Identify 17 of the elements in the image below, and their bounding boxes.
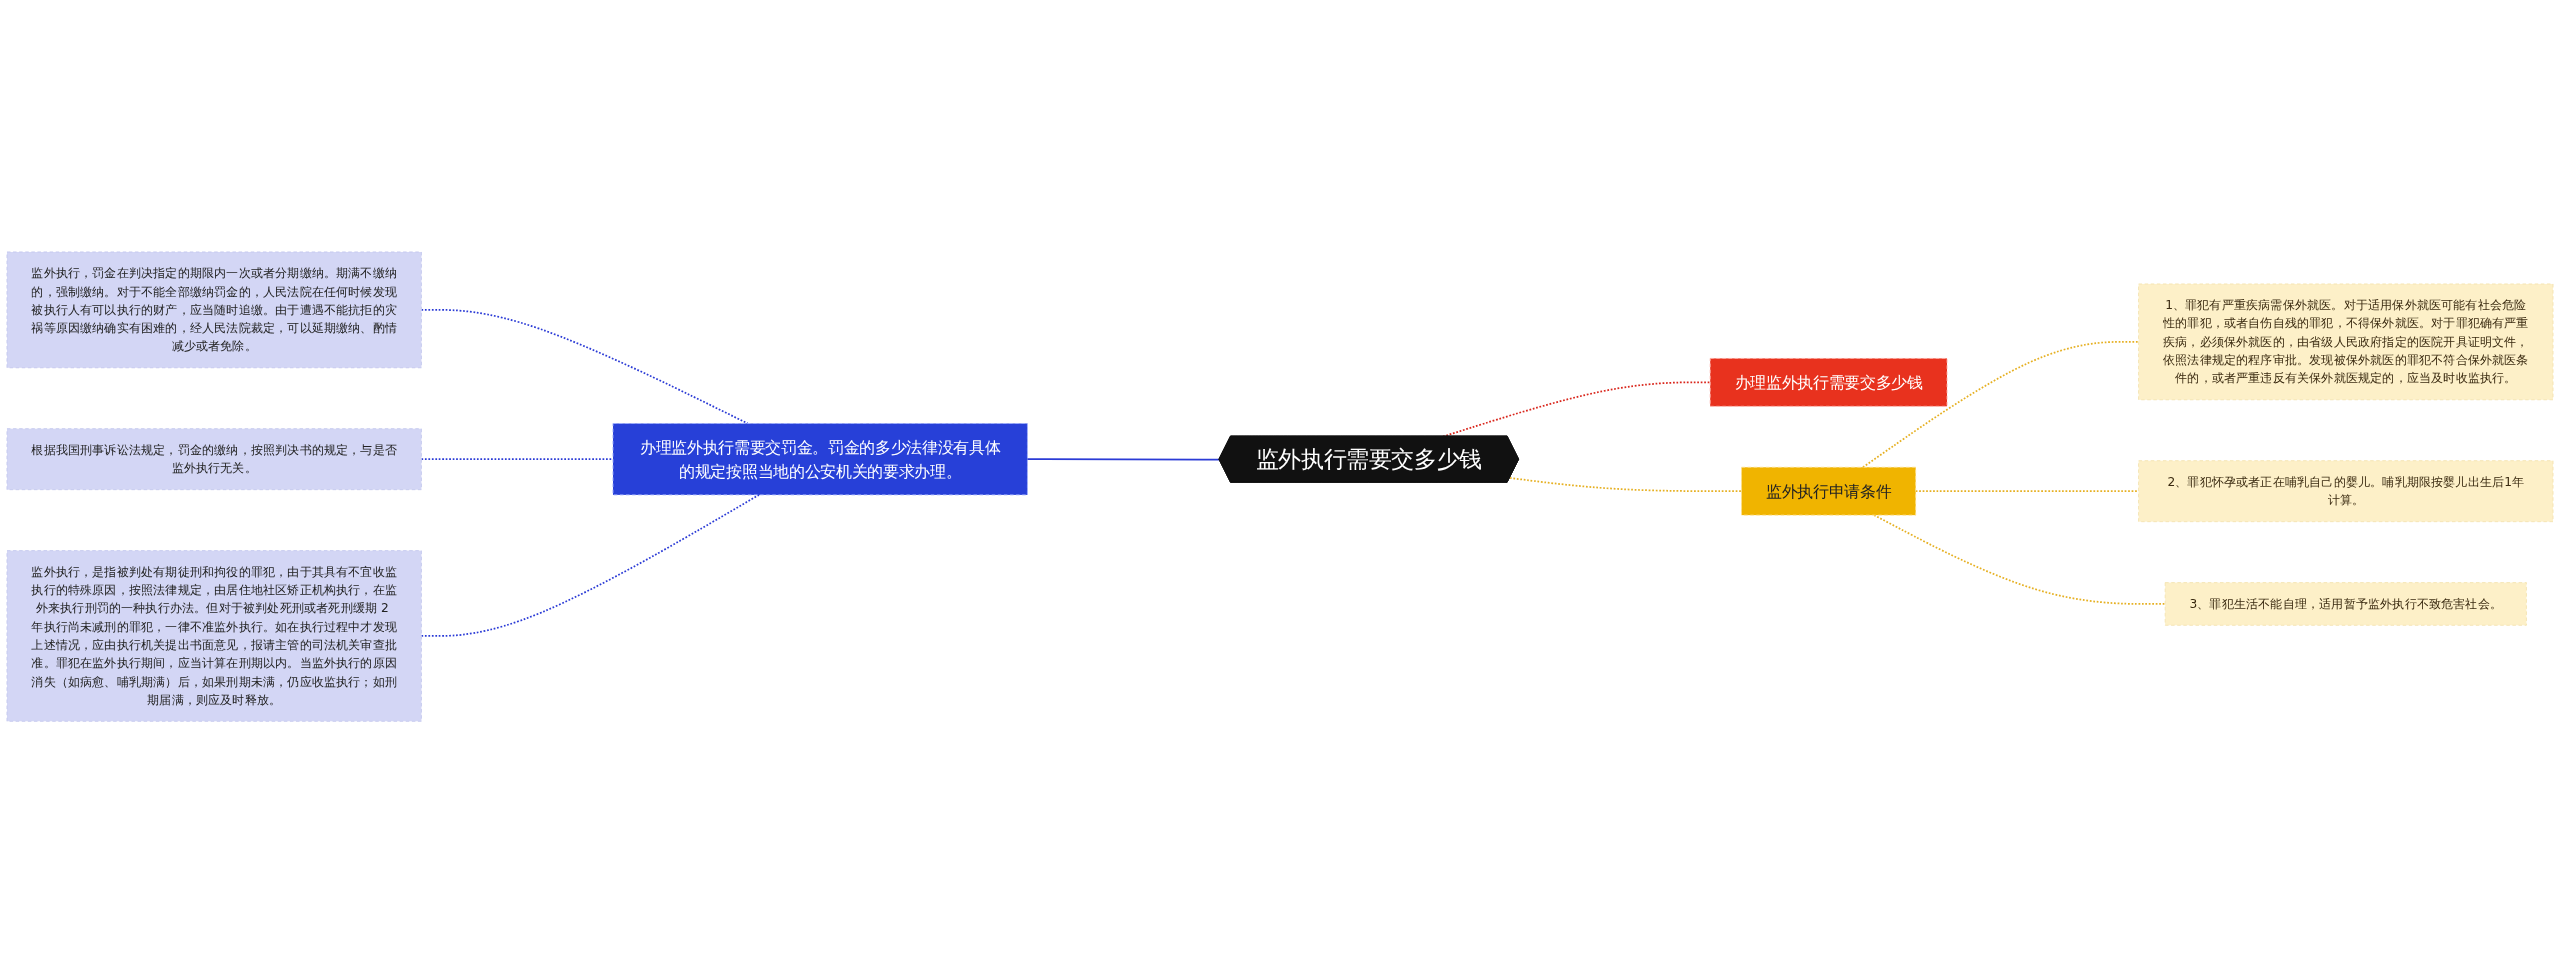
node-box: 监外执行，是指被判处有期徒刑和拘役的罪犯，由于其具有不宜收监执行的特殊原因，按照法律规定，由居住地社区矫正机构执行，在监外来执行刑罚的一种执行办法。但对于被判处死刑或者死刑缓期 2 年执行尚未减刑的罪犯，一律不准监外执行。如在执行过程中才发现上述情况，应由执行机关提出书面意见，报请主管的司法机关审查批准。罪犯在监外执行期间，应当计算在刑期以内。当监外执行的原因消失（如病愈、哺乳期满）后，如果刑期未满，仍应收监执行；如刑期届满，则应及时释放。 (6, 550, 422, 722)
connector (420, 308, 749, 425)
connector (1026, 458, 1221, 461)
connector (1509, 476, 1743, 492)
node-box: 办理监外执行需要交多少钱 (1709, 357, 1948, 407)
connector (1862, 340, 2140, 468)
node-box: 1、罪犯有严重疾病需保外就医。对于适用保外就医可能有社会危险性的罪犯，或者自伤自残的罪犯，不得保外就医。对于罪犯确有严重疾病，必须保外就医的，由省级人民政府指定的医院开具证明文件，依照法律规定的程序审批。发现被保外就医的罪犯不符合保外就医条件的，或者严重违反有关保外就医规定的，应当及时收监执行。 (2138, 283, 2554, 401)
node-box: 根据我国刑事诉讼法规定，罚金的缴纳，按照判决书的规定，与是否监外执行无关。 (6, 428, 422, 490)
node-box: 监外执行，罚金在判决指定的期限内一次或者分期缴纳。期满不缴纳的，强制缴纳。对于不能全部缴纳罚金的，人民法院在任何时候发现被执行人有可以执行的财产，应当随时追缴。由于遭遇不能抗拒的灾祸等原因缴纳确实有困难的，经人民法院裁定，可以延期缴纳、酌情减少或者免除。 (6, 251, 422, 369)
connector (1914, 490, 2140, 492)
node-box: 办理监外执行需要交罚金。罚金的多少法律没有具体的规定按照当地的公安机关的要求办理。 (612, 422, 1028, 496)
connector (1873, 514, 2167, 605)
connector (420, 458, 614, 460)
connector (420, 493, 760, 637)
node-box: 3、罪犯生活不能自理，适用暂予监外执行不致危害社会。 (2164, 582, 2527, 626)
node-box: 2、罪犯怀孕或者正在哺乳自己的婴儿。哺乳期限按婴儿出生后1年计算。 (2138, 460, 2554, 522)
node-box: 监外执行申请条件 (1741, 466, 1917, 516)
